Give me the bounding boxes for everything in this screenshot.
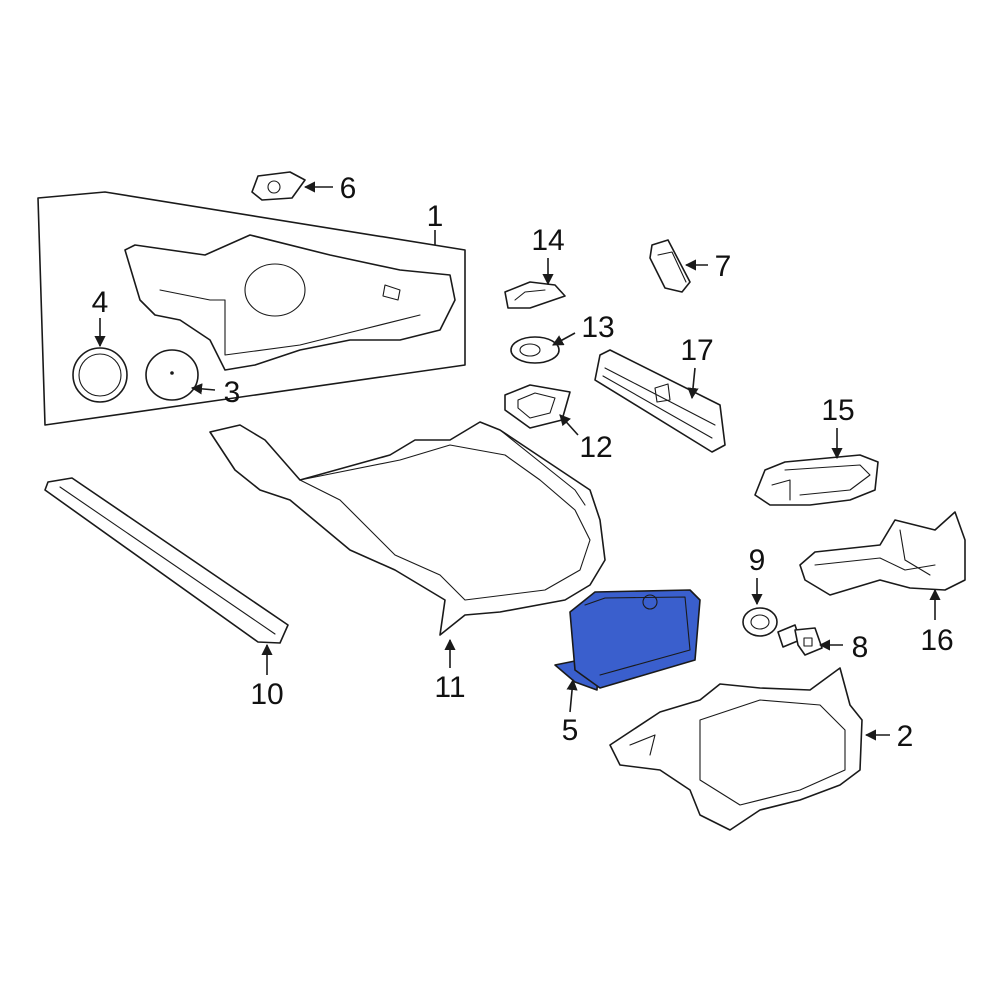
leader-12 <box>559 414 579 436</box>
part-9-outer <box>742 607 778 637</box>
callout-10: 10 <box>250 678 283 711</box>
part-5-inner-edge <box>584 596 691 676</box>
part-10-rail[interactable] <box>44 477 289 644</box>
part-15-bracket-assembly[interactable] <box>754 454 879 506</box>
part-4-ring[interactable] <box>72 347 128 403</box>
part-2-clip <box>629 734 656 756</box>
part-16-detail-2 <box>899 529 931 576</box>
part-3-center-mark <box>170 371 174 375</box>
part-2-side-trim-right[interactable] <box>609 667 863 831</box>
part-17-rib-1 <box>604 367 716 426</box>
part-17-sill-plate[interactable] <box>594 349 726 453</box>
callout-11: 11 <box>434 671 465 704</box>
callout-9: 9 <box>749 544 766 577</box>
callout-1: 1 <box>427 200 444 233</box>
part-5-body <box>569 589 701 689</box>
part-4-ring-inner <box>78 353 122 397</box>
part-9-inner <box>750 614 770 630</box>
part-1-side-trim-panel[interactable] <box>37 191 466 426</box>
callout-15: 15 <box>821 394 854 427</box>
part-6-hole <box>267 180 281 194</box>
callout-17: 17 <box>680 334 713 367</box>
part-16-floor-support[interactable] <box>799 511 966 596</box>
callout-5: 5 <box>562 714 579 747</box>
part-11-floor <box>299 444 591 601</box>
part-15-body <box>754 454 879 506</box>
part-3-disc <box>145 349 199 401</box>
part-1-clip <box>382 284 401 301</box>
leader-3 <box>190 383 216 395</box>
part-1-inner-edge <box>224 299 421 356</box>
callout-labels: 1 2 3 4 5 6 7 8 9 10 11 12 13 14 15 16 1… <box>92 172 954 753</box>
part-5-fastener-hole <box>642 594 658 610</box>
part-13-body <box>510 336 560 364</box>
part-13-opening <box>519 343 541 357</box>
part-12-bezel[interactable] <box>504 384 571 429</box>
leader-lines <box>94 181 941 741</box>
callout-16: 16 <box>920 624 953 657</box>
part-11-lip <box>499 429 586 506</box>
callout-14: 14 <box>531 224 564 257</box>
part-8-head <box>794 627 823 656</box>
part-4-ring-outer <box>72 347 128 403</box>
leader-5 <box>566 678 578 713</box>
part-14-cap[interactable] <box>504 281 566 309</box>
part-2-recess <box>699 699 846 806</box>
leader-13 <box>552 332 576 346</box>
part-16-detail-1 <box>814 557 936 571</box>
part-6-bracket[interactable] <box>251 171 306 201</box>
callout-13: 13 <box>581 311 614 344</box>
callout-8: 8 <box>852 631 869 664</box>
part-16-body <box>799 511 966 596</box>
callout-7: 7 <box>715 250 732 283</box>
part-15-tab <box>771 479 791 501</box>
part-7-body <box>649 239 691 293</box>
part-6-body <box>251 171 306 201</box>
part-8-socket <box>803 637 813 647</box>
part-8-fastener[interactable] <box>777 624 823 656</box>
part-2-body <box>609 667 863 831</box>
part-10-edge <box>59 486 276 635</box>
part-13-socket[interactable] <box>510 336 560 364</box>
callout-4: 4 <box>92 286 109 319</box>
part-9-grommet[interactable] <box>742 607 778 637</box>
callout-12: 12 <box>579 431 612 464</box>
part-5-panel-highlighted[interactable] <box>554 589 701 691</box>
callout-3: 3 <box>224 376 241 409</box>
part-11-trunk-tub[interactable] <box>209 421 606 636</box>
part-17-rib-2 <box>602 375 713 439</box>
part-3-cover-disc[interactable] <box>145 349 199 401</box>
part-12-body <box>504 384 571 429</box>
part-14-ridge <box>514 289 546 301</box>
part-17-latch <box>654 383 671 403</box>
part-1-speaker-opening <box>244 263 306 317</box>
part-14-body <box>504 281 566 309</box>
part-7-lens-edge <box>657 251 687 283</box>
part-15-detail <box>784 464 871 496</box>
callout-6: 6 <box>340 172 357 205</box>
part-12-inner <box>517 392 556 419</box>
part-1-panel <box>124 234 456 371</box>
part-1-crease <box>159 289 226 301</box>
leader-17 <box>687 367 699 400</box>
part-7-lamp[interactable] <box>649 239 691 293</box>
part-11-body <box>209 421 606 636</box>
callout-2: 2 <box>897 720 914 753</box>
